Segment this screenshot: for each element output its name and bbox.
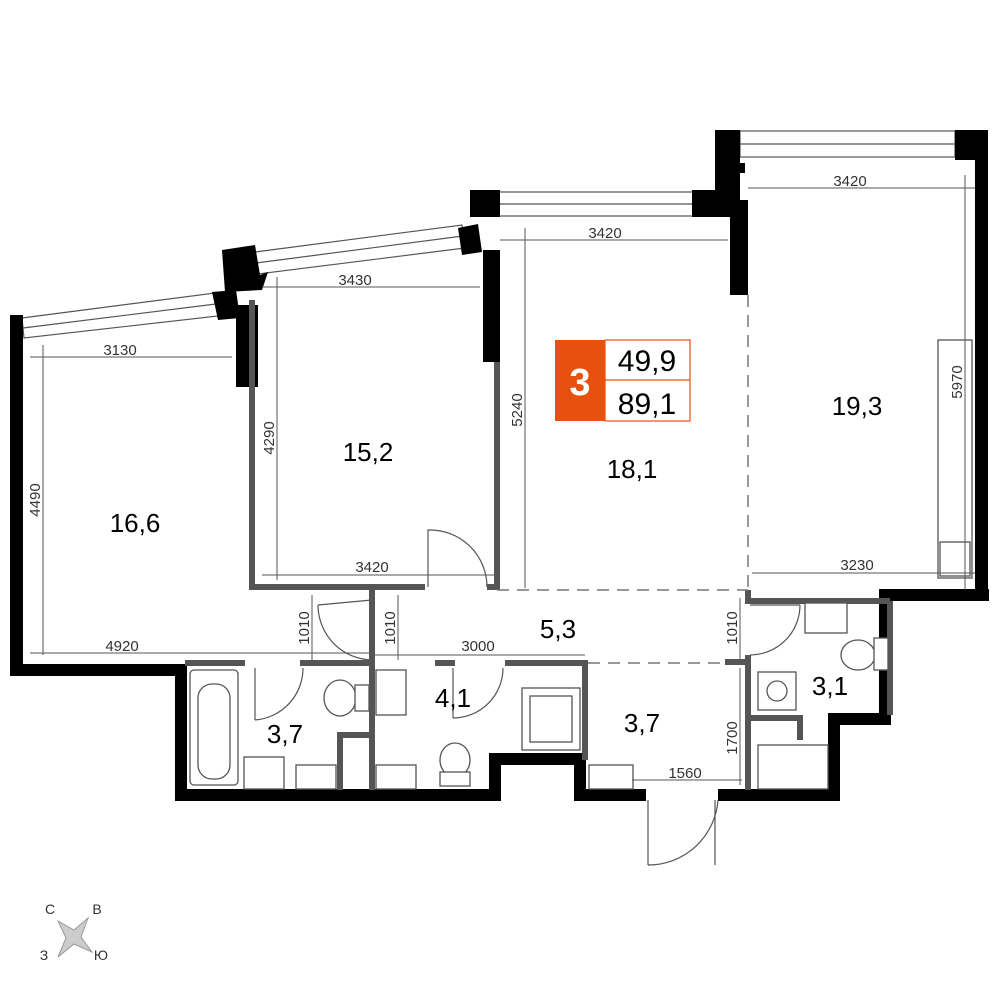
svg-text:3420: 3420 [588, 225, 621, 242]
rooms-badge [555, 340, 605, 421]
rooms-count: 3 [569, 362, 590, 404]
total-area: 89,1 [618, 388, 676, 421]
svg-text:3230: 3230 [840, 557, 873, 574]
area-entrance: 3,7 [624, 708, 660, 738]
dimension-labels: 3130 4490 3430 4290 3420 3420 5240 3420 … [27, 173, 966, 782]
area-bathroom-middle: 4,1 [435, 683, 471, 713]
dimension-lines [30, 175, 975, 785]
sink [804, 602, 848, 634]
toilet [840, 639, 876, 671]
room-areas: 16,6 15,2 18,1 19,3 5,3 3,7 4,1 3,7 3,1 [110, 391, 883, 749]
compass: С В З Ю [40, 901, 108, 963]
svg-text:3000: 3000 [461, 638, 494, 655]
svg-text:3430: 3430 [338, 272, 371, 289]
svg-text:3420: 3420 [833, 173, 866, 190]
svg-text:Ю: Ю [94, 947, 108, 963]
svg-text:5240: 5240 [509, 393, 526, 426]
compass-star-icon [56, 916, 94, 958]
svg-text:4290: 4290 [261, 421, 278, 454]
apartment-badge: 3 49,9 89,1 [555, 339, 691, 422]
area-bathroom-left: 3,7 [267, 719, 303, 749]
svg-text:4490: 4490 [27, 483, 44, 516]
sink [243, 756, 285, 790]
area-living-room: 18,1 [607, 454, 658, 484]
svg-text:3420: 3420 [355, 559, 388, 576]
sink [375, 669, 407, 716]
area-hall: 5,3 [540, 614, 576, 644]
svg-text:1560: 1560 [668, 765, 701, 782]
svg-text:1010: 1010 [382, 611, 399, 644]
area-bathroom-right: 3,1 [812, 671, 848, 701]
kitchen-counter [937, 339, 973, 579]
toilet [323, 679, 357, 717]
zone-lines [497, 295, 749, 664]
svg-text:С: С [45, 901, 55, 917]
svg-text:1010: 1010 [724, 611, 741, 644]
area-kitchen: 19,3 [832, 391, 883, 421]
windows [21, 130, 956, 339]
exterior-walls [10, 130, 989, 801]
svg-text:1700: 1700 [724, 721, 741, 754]
svg-text:В: В [92, 901, 101, 917]
living-area: 49,9 [618, 345, 676, 378]
svg-text:4920: 4920 [105, 638, 138, 655]
area-bedroom-middle: 15,2 [343, 437, 394, 467]
svg-text:1010: 1010 [296, 611, 313, 644]
svg-text:5970: 5970 [949, 365, 966, 398]
svg-text:З: З [40, 947, 48, 963]
svg-text:3130: 3130 [103, 342, 136, 359]
area-bedroom-left: 16,6 [110, 508, 161, 538]
interior-walls [185, 300, 893, 790]
fixtures [189, 339, 973, 790]
